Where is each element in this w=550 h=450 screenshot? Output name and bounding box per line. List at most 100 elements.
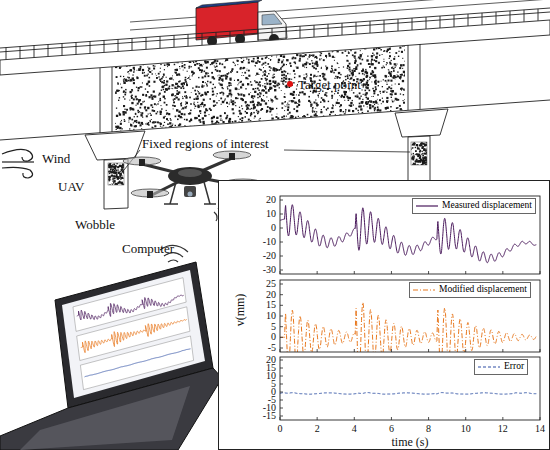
speckle-dot [243, 67, 244, 68]
speckle-dot [137, 116, 139, 118]
speckle-dot [200, 64, 202, 66]
speckle-dot [138, 112, 140, 114]
speckle-dot [266, 110, 268, 112]
speckle-dot [140, 86, 142, 88]
speckle-dot [203, 50, 205, 52]
speckle-dot [147, 91, 149, 93]
speckle-dot [323, 127, 325, 129]
speckle-dot [196, 59, 198, 61]
speckle-dot [188, 113, 189, 114]
speckle-dot [284, 96, 286, 98]
speckle-dot [235, 65, 236, 66]
speckle-dot [286, 59, 288, 61]
speckle-dot [227, 88, 228, 89]
speckle-dot [134, 46, 136, 48]
speckle-dot [352, 54, 354, 56]
speckle-dot [152, 128, 154, 130]
speckle-dot [384, 67, 386, 69]
speckle-dot [236, 71, 238, 73]
speckle-dot [235, 50, 237, 52]
speckle-dot [152, 45, 154, 47]
speckle-dot [187, 71, 188, 72]
speckle-dot [391, 88, 393, 90]
speckle-dot [375, 83, 377, 85]
speckle-dot [120, 121, 121, 122]
speckle-dot [404, 61, 405, 62]
speckle-dot [186, 45, 188, 47]
speckle-dot [117, 127, 119, 129]
speckle-dot [287, 104, 288, 105]
speckle-dot [278, 131, 279, 132]
speckle-dot [344, 113, 346, 115]
speckle-dot [280, 52, 282, 54]
speckle-dot [347, 67, 349, 69]
speckle-dot [312, 107, 314, 109]
speckle-dot [167, 123, 169, 125]
speckle-dot [265, 65, 267, 67]
speckle-dot [238, 116, 239, 117]
speckle-dot [217, 125, 219, 127]
speckle-dot [199, 127, 201, 129]
speckle-dot [153, 65, 155, 67]
speckle-dot [146, 115, 148, 117]
speckle-dot [146, 75, 148, 77]
speckle-dot [211, 63, 213, 65]
speckle-dot [383, 51, 384, 52]
speckle-dot [143, 55, 145, 57]
speckle-dot [152, 110, 154, 112]
speckle-dot [270, 59, 271, 60]
speckle-dot [326, 45, 328, 47]
speckle-dot [377, 109, 379, 111]
speckle-dot [209, 47, 211, 49]
speckle-dot [377, 106, 379, 108]
speckle-dot [337, 50, 339, 52]
speckle-dot [165, 127, 167, 129]
speckle-dot [213, 65, 215, 67]
speckle-dot [323, 99, 325, 101]
speckle-dot [280, 48, 282, 50]
speckle-dot [206, 84, 207, 85]
speckle-dot [334, 121, 336, 123]
speckle-dot [230, 71, 232, 73]
speckle-dot [220, 115, 222, 117]
speckle-dot [396, 131, 398, 133]
speckle-dot [147, 107, 149, 109]
speckle-dot [267, 63, 269, 65]
speckle-dot [293, 108, 295, 110]
speckle-dot [391, 111, 392, 112]
speckle-dot [175, 125, 176, 126]
speckle-dot [192, 127, 193, 128]
speckle-dot [371, 118, 373, 120]
speckle-dot [174, 128, 176, 130]
speckle-dot [359, 103, 361, 105]
speckle-dot [128, 45, 130, 47]
speckle-dot [172, 79, 174, 81]
rail-post [76, 43, 77, 55]
speckle-dot [228, 82, 230, 84]
speckle-dot [404, 75, 406, 77]
speckle-dot [361, 119, 363, 121]
speckle-dot [377, 109, 379, 111]
speckle-dot [350, 71, 351, 72]
speckle-dot [366, 59, 368, 61]
speckle-dot [186, 102, 188, 104]
speckle-dot [123, 50, 124, 51]
speckle-dot [151, 49, 152, 50]
speckle-dot [242, 131, 244, 133]
speckle-dot [378, 62, 380, 64]
speckle-dot [395, 67, 396, 68]
speckle-dot [356, 96, 358, 98]
speckle-dot [233, 62, 234, 63]
speckle-dot [306, 62, 308, 64]
speckle-dot [180, 87, 182, 89]
speckle-dot [278, 59, 280, 61]
speckle-dot [193, 56, 194, 57]
speckle-dot [195, 105, 197, 107]
speckle-dot [154, 66, 155, 67]
speckle-dot [357, 57, 359, 59]
speckle-dot [214, 58, 216, 60]
speckle-dot [270, 87, 272, 89]
speckle-dot [229, 103, 230, 104]
speckle-dot [196, 63, 198, 65]
speckle-dot [365, 90, 367, 92]
